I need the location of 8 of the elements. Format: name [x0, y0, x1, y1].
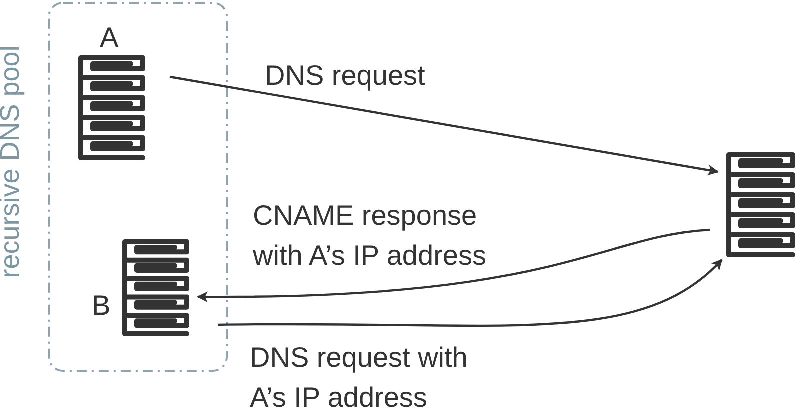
arrow	[170, 76, 720, 176]
server-label: B	[92, 289, 111, 323]
edge-label: DNS request with A’s IP address	[250, 341, 469, 415]
arrow	[196, 228, 710, 302]
edge-label: CNAME response with A’s IP address	[253, 199, 488, 273]
edge-label: DNS request	[265, 59, 426, 93]
arrow	[218, 259, 723, 328]
server-label: A	[100, 21, 119, 55]
